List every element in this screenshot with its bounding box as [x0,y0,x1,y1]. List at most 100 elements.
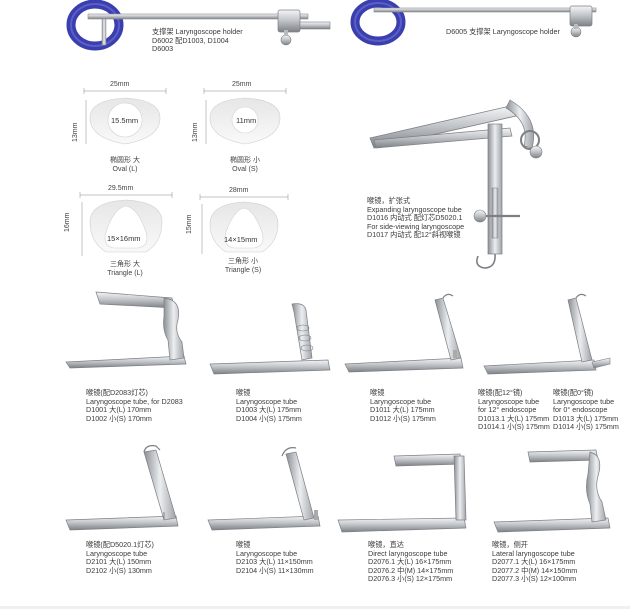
expanding-laryngoscope-image [369,99,543,269]
tube-d2076-1-code: D2076.1 大(L) 16×175mm [368,557,452,567]
tube-d1013-en: Laryngoscope tube [553,396,615,406]
tube-d1003-cn: 喉镜 [236,388,251,397]
tube-d1003-label: 喉镜 Laryngoscope tube D1003 大(L) 175mm D1… [236,388,302,423]
tube-d2103-code: D2103 大(L) 11×150mm [236,557,313,567]
tube-d1014-code: D1014 小(S) 175mm [553,422,619,432]
tube-d2102-code: D2102 小(S) 130mm [86,565,152,575]
tube-d2077-cn: 喉镜，侧开 [492,540,528,549]
oval-l-width: 25mm [110,81,130,88]
tube-d1003-code: D1003 大(L) 175mm [236,405,302,415]
tube-d1013-scope: for 0° endoscope [553,405,608,415]
oval-s-inner-size: 11mm [236,116,257,125]
tube-d1001-code: D1001 大(L) 170mm [86,405,152,415]
holder-d6003-code: D6003 [152,44,174,54]
oval-s-cn: 椭圆形 小 [230,157,260,164]
tube-d2077-image [493,449,611,533]
expanding-d1017: D1017 内动式 配12°斜视喉镜 [367,230,461,240]
tube-d1002-code: D1002 小(S) 170mm [86,413,152,423]
triangle-l-en: Triangle (L) [107,269,143,277]
triangle-l-dim-lines [79,192,173,256]
oval-l-cn: 椭圆形 大 [110,157,140,164]
tube-d2101-cn: 喉镜(配D5020.1灯芯) [86,540,154,549]
oval-s-caption: 椭圆形 小 Oval (S) [220,157,270,174]
tube-d1011-code: D1011 大(L) 175mm [370,405,435,415]
expanding-side-view: For side-viewing laryngoscope [367,221,465,231]
tube-d2076-en: Direct laryngoscope tube [368,548,448,558]
triangle-l-width: 29.5mm [108,185,134,192]
holder-d6005-title: D6005 支撑架 Laryngoscope holder [446,27,560,36]
tube-d2077-2-code: D2077.2 中(M) 14×150mm [492,565,578,575]
tube-d1011-en: Laryngoscope tube [370,396,432,406]
tube-d1004-code: D1004 小(S) 175mm [236,413,302,423]
triangle-s-dim-lines [199,194,289,254]
tube-d2104-code: D2104 小(S) 11×130mm [236,565,314,575]
tube-d1013-1-scope: for 12° endoscope [478,405,537,415]
tube-d2101-label: 喉镜(配D5020.1灯芯) Laryngoscope tube D2101 大… [86,540,154,575]
oval-s-height: 13mm [192,122,199,142]
tube-d1001-cn: 喉镜(配D2083灯芯) [86,388,148,397]
tube-d2103-en: Laryngoscope tube [236,548,298,558]
tube-d2076-2-code: D2076.2 中(M) 14×175mm [368,565,454,575]
tube-d1001-image [65,291,187,369]
tube-d2076-image [337,453,467,533]
expanding-en-title: Expanding laryngoscope tube [367,204,462,214]
tube-d2077-en: Lateral laryngoscope tube [492,548,575,558]
triangle-s-width: 28mm [229,187,249,194]
tube-d1013-1-cn: 喉镜(配12°镜) [478,388,523,397]
tube-d2077-label: 喉镜，侧开 Lateral laryngoscope tube D2077.1 … [492,540,578,584]
tube-d1001-label: 喉镜(配D2083灯芯) Laryngoscope tube, for D208… [86,388,183,423]
tube-d2101-code: D2101 大(L) 150mm [86,557,152,567]
oval-l-en: Oval (L) [112,165,138,173]
tube-d2103-label: 喉镜 Laryngoscope tube D2103 大(L) 11×150mm… [236,540,314,575]
tube-d1013-cn: 喉镜(配0°镜) [553,388,594,397]
tube-d2101-en: Laryngoscope tube [86,548,148,558]
tube-d2077-3-code: D2077.3 小(S) 12×100mm [492,574,577,584]
oval-l-height: 13mm [72,122,79,142]
tube-d2103-image [207,447,321,531]
bottom-border [0,606,630,609]
tube-d2101-image [65,445,179,531]
oval-s-width: 25mm [232,81,252,88]
expanding-d1016: D1016 内动式 配灯芯D5020.1 [367,213,463,223]
tube-d1013-code: D1013 大(L) 175mm [553,413,619,423]
tube-d1013-label: 喉镜(配0°镜) Laryngoscope tube for 0° endosc… [553,388,619,432]
triangle-s-en: Triangle (S) [224,266,262,274]
expanding-laryngoscope-label: 喉镜，扩张式 Expanding laryngoscope tube D1016… [367,196,465,240]
tube-d1014-1-code: D1014.1 小(S) 175mm [478,422,550,432]
tube-d2103-cn: 喉镜 [236,540,251,549]
expanding-cn-title: 喉镜，扩张式 [367,196,411,205]
tube-d1011-image [344,293,464,373]
laryngoscope-holder-d6002-image [66,0,331,51]
tube-d1003-image [209,303,331,375]
tube-d1012-code: D1012 小(S) 175mm [370,413,436,423]
oval-l-caption: 椭圆形 大 Oval (L) [100,157,150,174]
tube-d2076-3-code: D2076.3 小(S) 12×175mm [368,574,453,584]
holder-d6002-title: 支撑架 Laryngoscope holder [152,27,243,36]
tube-d2077-1-code: D2077.1 大(L) 16×175mm [492,557,576,567]
oval-l-inner-size: 15.5mm [111,116,139,125]
oval-s-dim-lines [203,88,287,145]
tube-d1011-cn: 喉镜 [370,388,385,397]
tube-d1011-label: 喉镜 Laryngoscope tube D1011 大(L) 175mm D1… [370,388,436,423]
oval-s-en: Oval (S) [232,165,258,173]
tube-d1013-1-image [483,293,611,375]
oval-l-dim-lines [83,88,167,145]
holder-d6002-code: D6002 配D1003, D1004 [152,35,229,45]
tube-d1003-en: Laryngoscope tube [236,396,298,406]
triangle-l-inner-size: 15×16mm [107,234,141,243]
tube-d2076-cn: 喉镜，直达 [368,540,404,549]
triangle-s-height: 15mm [186,214,193,234]
triangle-s-inner-size: 14×15mm [224,235,258,244]
tube-d1013-1-label: 喉镜(配12°镜) Laryngoscope tube for 12° endo… [478,388,550,432]
triangle-s-caption: 三角形 小 Triangle (S) [218,258,268,275]
triangle-l-cn: 三角形 大 [110,261,140,268]
tube-d2076-label: 喉镜，直达 Direct laryngoscope tube D2076.1 大… [368,540,454,584]
tube-d1013-1-en: Laryngoscope tube [478,396,540,406]
tube-d1013-1-code: D1013.1 大(L) 175mm [478,413,550,423]
triangle-l-caption: 三角形 大 Triangle (L) [100,261,150,278]
triangle-l-height: 16mm [64,212,71,232]
holder-d6005-label: D6005 支撑架 Laryngoscope holder [446,27,560,37]
triangle-s-cn: 三角形 小 [228,258,258,265]
tube-d1001-en: Laryngoscope tube, for D2083 [86,396,183,406]
laryngoscope-holder-d6005-image [350,0,597,46]
